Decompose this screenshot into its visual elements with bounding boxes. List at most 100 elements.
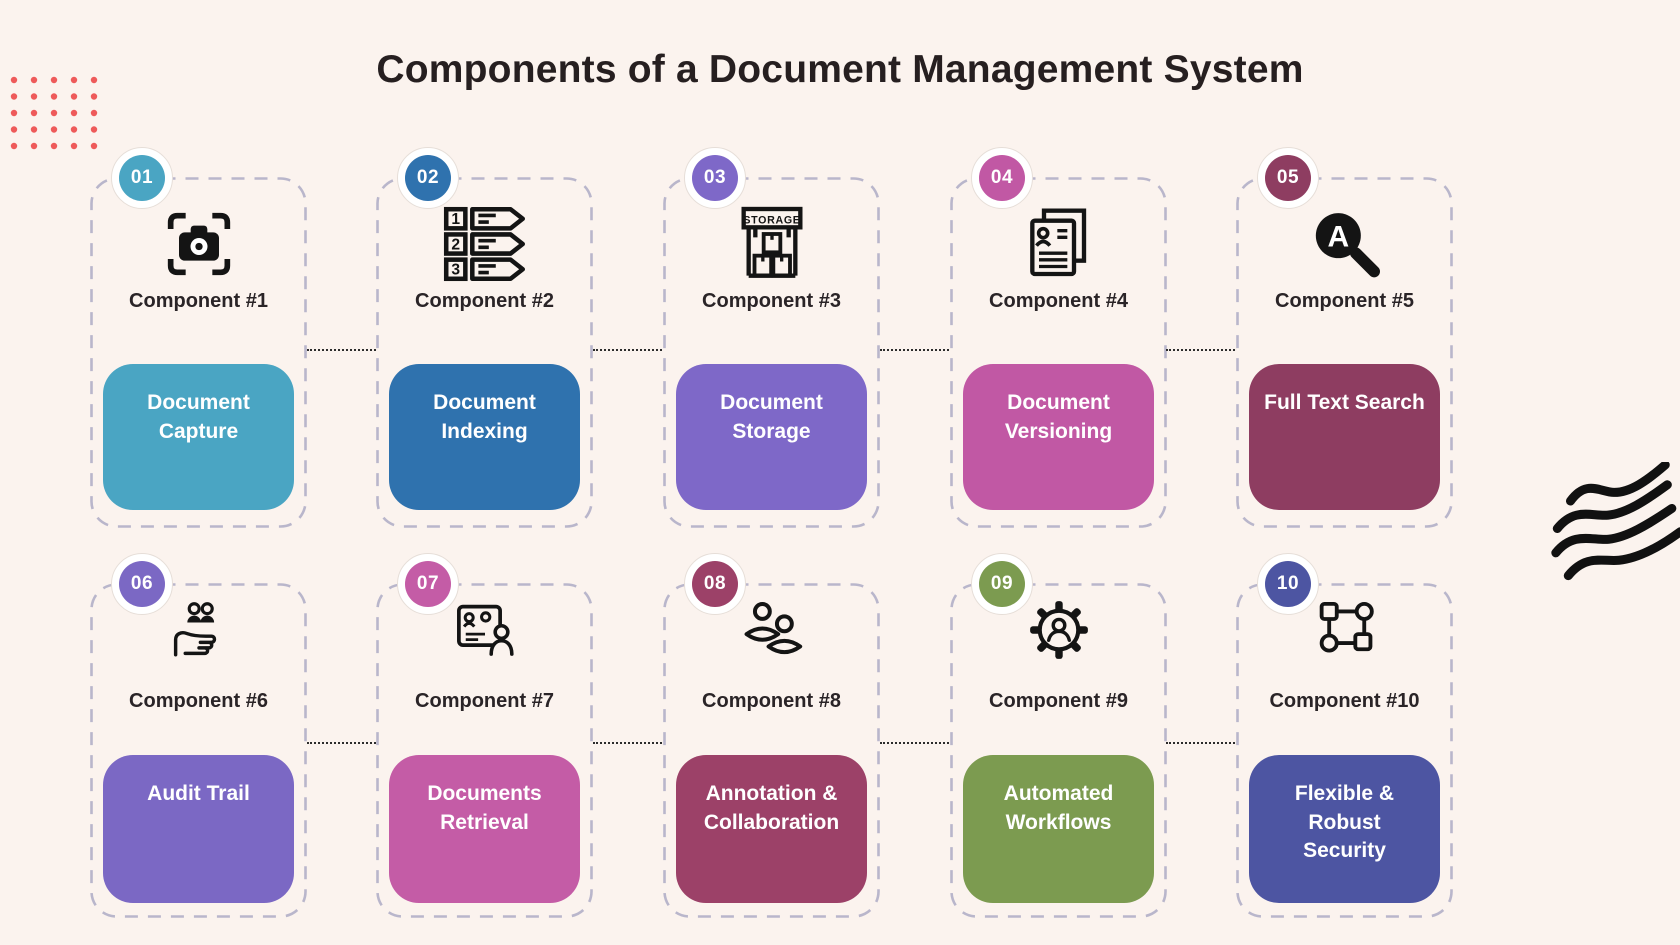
number-badge: 08: [692, 561, 738, 607]
component-card: 06 Component #6 Audit Trail: [90, 553, 307, 918]
number-badge: 10: [1265, 561, 1311, 607]
number-badge: 01: [119, 155, 165, 201]
component-name: Automated Workflows: [1003, 782, 1114, 834]
badge-number: 03: [703, 167, 727, 188]
dot-grid-decoration: [10, 76, 98, 150]
number-badge: 09: [979, 561, 1025, 607]
component-card: 02 1 2 3 Component #2 Document Indexing: [376, 147, 593, 528]
card-dashed-border: [663, 177, 880, 528]
svg-text:3: 3: [451, 262, 460, 279]
component-name: Document Capture: [147, 391, 250, 443]
svg-text:A: A: [1327, 221, 1349, 254]
component-card: 08 Component #8 Annotation & Collaborati…: [663, 553, 880, 918]
number-badge-halo: 04: [971, 147, 1033, 209]
hand-people-icon: [90, 591, 307, 669]
component-name-box: Flexible & Robust Security: [1249, 755, 1440, 903]
component-card: 07 Component #7 Documents Retrieval: [376, 553, 593, 918]
card-dashed-border: [376, 583, 593, 918]
component-card: 01 Component #1 Document Capture: [90, 147, 307, 528]
wave-lines-decoration: [1551, 462, 1680, 581]
svg-text:2: 2: [451, 236, 460, 253]
component-label: Component #2: [415, 290, 554, 312]
card-dashed-border: [1236, 583, 1453, 918]
document-versions-icon: [950, 201, 1167, 287]
component-name: Full Text Search: [1264, 391, 1425, 414]
card-dashed-border: [90, 177, 307, 528]
component-card: 09 Component #9 Automated Workflows: [950, 553, 1167, 918]
card-dashed-border: [376, 177, 593, 528]
number-badge-halo: 07: [397, 553, 459, 615]
badge-number: 10: [1276, 573, 1300, 594]
badge-number: 04: [990, 167, 1014, 188]
number-badge: 05: [1265, 155, 1311, 201]
component-label: Component #4: [989, 290, 1128, 312]
number-badge-halo: 10: [1257, 553, 1319, 615]
number-badge: 03: [692, 155, 738, 201]
connector-dotted-line: [880, 349, 949, 351]
component-label: Component #5: [1275, 290, 1414, 312]
number-badge-halo: 03: [684, 147, 746, 209]
component-label: Component #7: [415, 690, 554, 712]
camera-scan-icon: [90, 201, 307, 287]
badge-number: 01: [130, 167, 154, 188]
component-label: Component #3: [702, 290, 841, 312]
component-card: 04 Component #4 Document Versioning: [950, 147, 1167, 528]
numbered-index-icon: 1 2 3: [376, 201, 593, 287]
connector-dotted-line: [307, 742, 376, 744]
badge-number: 07: [416, 573, 440, 594]
component-name-box: Documents Retrieval: [389, 755, 580, 903]
component-card: 05 A Component #5 Full Text Search: [1236, 147, 1453, 528]
card-dashed-border: [1236, 177, 1453, 528]
number-badge: 04: [979, 155, 1025, 201]
component-name: Annotation & Collaboration: [703, 782, 840, 834]
number-badge-halo: 08: [684, 553, 746, 615]
component-name-box: Full Text Search: [1249, 364, 1440, 510]
number-badge: 07: [405, 561, 451, 607]
card-dashed-border: [950, 177, 1167, 528]
component-name: Document Versioning: [1004, 391, 1113, 443]
badge-number: 08: [703, 573, 727, 594]
badge-number: 05: [1276, 167, 1300, 188]
number-badge: 06: [119, 561, 165, 607]
component-name: Document Storage: [720, 391, 823, 443]
component-label: Component #9: [989, 690, 1128, 712]
component-name-box: Document Versioning: [963, 364, 1154, 510]
letter-search-icon: A: [1236, 201, 1453, 287]
card-dashed-border: [950, 583, 1167, 918]
page-title: Components of a Document Management Syst…: [376, 48, 1304, 92]
component-card: 10 Component #10 Flexible & Robust Secur…: [1236, 553, 1453, 918]
workflow-nodes-icon: [1236, 591, 1453, 669]
people-collaboration-icon: [663, 591, 880, 669]
connector-dotted-line: [593, 742, 662, 744]
badge-number: 09: [990, 573, 1014, 594]
number-badge-halo: 01: [111, 147, 173, 209]
connector-dotted-line: [307, 349, 376, 351]
connector-dotted-line: [593, 349, 662, 351]
component-card: 03 STORAGE Component #3 Document Storage: [663, 147, 880, 528]
component-label: Component #6: [129, 690, 268, 712]
component-label: Component #1: [129, 290, 268, 312]
component-name-box: Document Storage: [676, 364, 867, 510]
badge-number: 06: [130, 573, 154, 594]
component-name: Documents Retrieval: [427, 782, 542, 834]
component-label: Component #8: [702, 690, 841, 712]
svg-text:STORAGE: STORAGE: [743, 214, 800, 226]
connector-dotted-line: [880, 742, 949, 744]
number-badge-halo: 02: [397, 147, 459, 209]
component-name-box: Document Indexing: [389, 364, 580, 510]
component-name: Flexible & Robust Security: [1294, 782, 1395, 863]
card-dashed-border: [663, 583, 880, 918]
component-name-box: Annotation & Collaboration: [676, 755, 867, 903]
component-name-box: Audit Trail: [103, 755, 294, 903]
component-name: Audit Trail: [147, 782, 250, 805]
component-name-box: Document Capture: [103, 364, 294, 510]
card-dashed-border: [90, 583, 307, 918]
component-name-box: Automated Workflows: [963, 755, 1154, 903]
connector-dotted-line: [1166, 742, 1235, 744]
number-badge-halo: 06: [111, 553, 173, 615]
number-badge-halo: 05: [1257, 147, 1319, 209]
number-badge: 02: [405, 155, 451, 201]
gear-user-icon: [950, 591, 1167, 669]
document-user-icon: [376, 591, 593, 669]
